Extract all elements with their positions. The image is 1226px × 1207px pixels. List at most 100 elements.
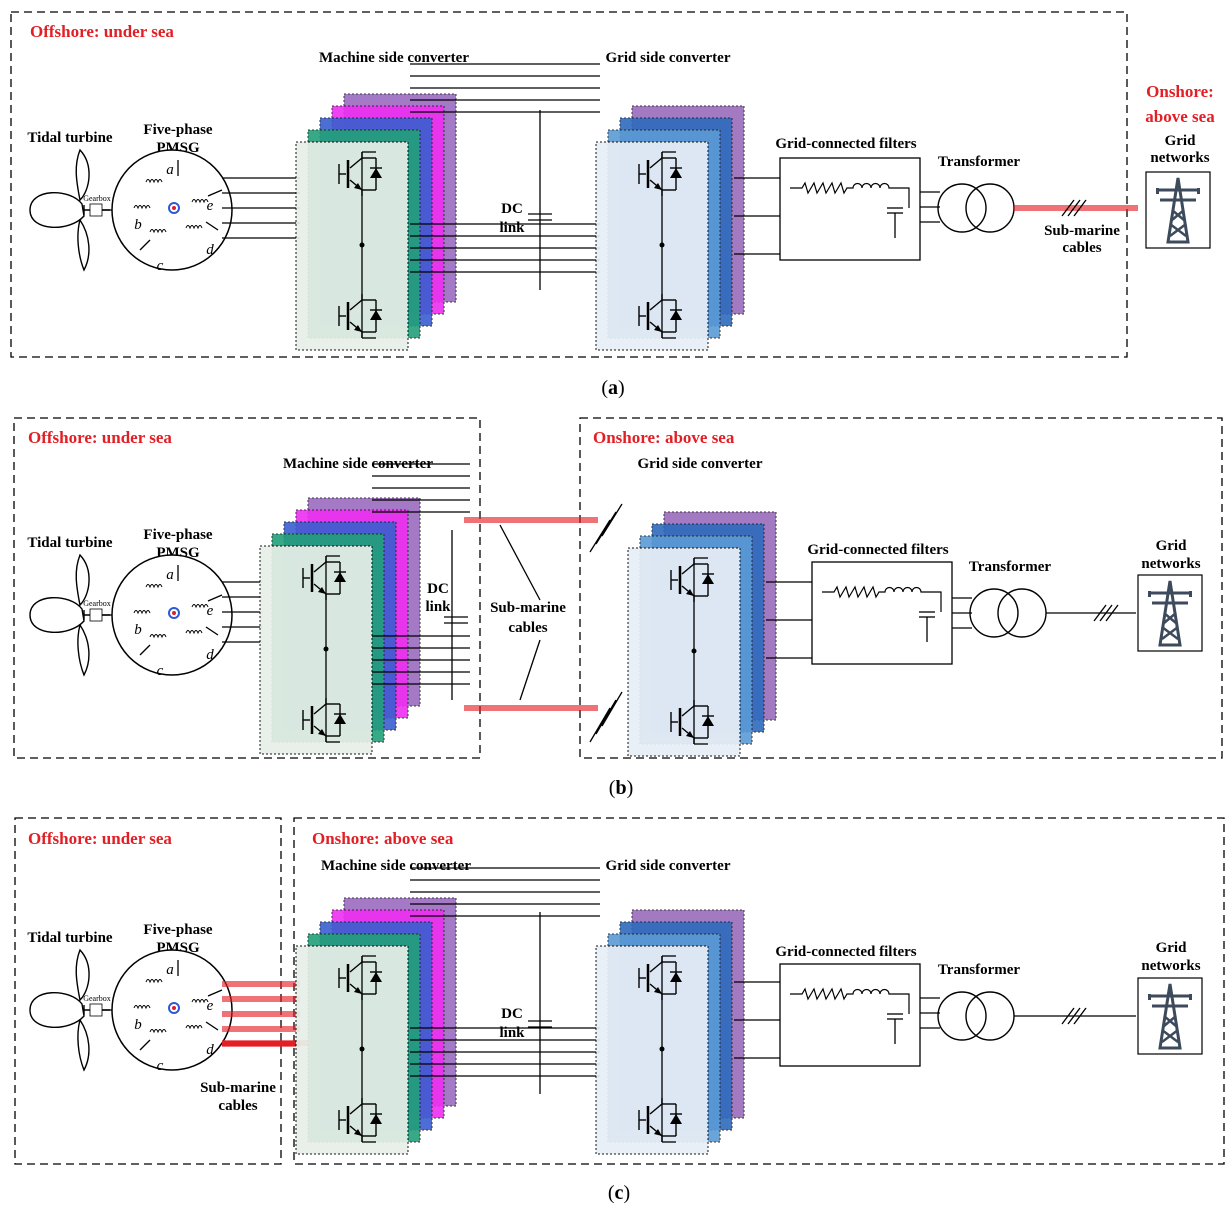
transformer-label: Transformer	[969, 559, 1052, 575]
grid-label: Grid	[1165, 133, 1196, 149]
grid-side-converter	[628, 512, 776, 756]
phase-label: c	[157, 258, 164, 274]
msc-label: Machine side converter	[321, 858, 471, 874]
phase-label: e	[207, 198, 214, 214]
grid-label: Grid	[1156, 940, 1187, 956]
phase-label: d	[206, 647, 214, 663]
generator-label: Five-phase	[143, 122, 213, 138]
caption-a: (a)	[601, 377, 624, 399]
grid-tower-icon	[1138, 575, 1202, 651]
filters-label: Grid-connected filters	[807, 542, 948, 558]
gearbox-label: Gearbox	[83, 599, 111, 608]
offshore-label: Offshore: under sea	[28, 428, 172, 447]
phase-label: e	[207, 603, 214, 619]
grid-label: Grid	[1156, 538, 1187, 554]
phase-label: c	[157, 663, 164, 679]
grid-tower-icon	[1146, 172, 1210, 248]
submarine-cable	[222, 1012, 300, 1016]
caption-c: (c)	[608, 1182, 630, 1204]
filters-label: Grid-connected filters	[775, 136, 916, 152]
gsc-input-wire	[590, 520, 610, 552]
midpoint-node	[660, 243, 665, 248]
dc-link-label: link	[499, 1025, 525, 1041]
phase-label: b	[134, 622, 142, 638]
transformer-label: Transformer	[938, 962, 1021, 978]
gearbox-label: Gearbox	[83, 194, 111, 203]
grid-label: networks	[1141, 556, 1200, 572]
gsc-label: Grid side converter	[606, 50, 731, 66]
phase-label: a	[166, 567, 174, 583]
filter-box	[780, 158, 920, 260]
submarine-cable	[222, 982, 300, 986]
submarine-cable	[222, 1027, 300, 1031]
gsc-input-wire	[596, 512, 616, 544]
phase-label: e	[207, 998, 214, 1014]
onshore-label: above sea	[1145, 107, 1215, 126]
phase-label: d	[206, 1042, 214, 1058]
gearbox-icon	[90, 609, 102, 621]
grid-tower-icon	[1138, 978, 1202, 1054]
cable-label: cables	[218, 1098, 257, 1114]
caption-letter: b	[615, 777, 626, 799]
cable-label: Sub-marine	[490, 600, 566, 616]
caption-close: )	[618, 377, 625, 399]
converter-front-board	[260, 546, 372, 754]
converter-front-board	[296, 142, 408, 350]
phase-label: b	[134, 1017, 142, 1033]
rotor-core	[172, 611, 176, 615]
phase-label: b	[134, 217, 142, 233]
filter-box	[812, 562, 952, 664]
onshore-label: Onshore:	[1146, 82, 1214, 101]
submarine-cable	[464, 518, 598, 522]
transformer-winding-secondary	[966, 184, 1014, 232]
converter-front-board	[596, 946, 708, 1154]
turbine-label: Tidal turbine	[27, 535, 113, 551]
callout-line	[520, 640, 540, 700]
panel-a: Offshore: under seaOnshore:above seaTida…	[11, 12, 1215, 399]
caption-b: (b)	[609, 777, 633, 799]
gsc-input-wire	[602, 504, 622, 536]
transformer-winding-secondary	[966, 992, 1014, 1040]
midpoint-node	[660, 1047, 665, 1052]
grid-label: networks	[1141, 958, 1200, 974]
gsc-label: Grid side converter	[606, 858, 731, 874]
grid-label: networks	[1150, 150, 1209, 166]
dc-link-label: DC	[501, 201, 523, 217]
turbine-label: Tidal turbine	[27, 930, 113, 946]
turbine-label: Tidal turbine	[27, 130, 113, 146]
cable-label: Sub-marine	[1044, 223, 1120, 239]
submarine-cable	[464, 706, 598, 710]
converter-front-board	[596, 142, 708, 350]
midpoint-node	[360, 1047, 365, 1052]
machine-side-converter	[260, 498, 420, 754]
onshore-label: Onshore: above sea	[593, 428, 735, 447]
grid-side-converter	[596, 106, 744, 350]
gearbox-label: Gearbox	[83, 994, 111, 1003]
panel-b: Offshore: under sea Onshore: above seaTid…	[14, 418, 1222, 799]
submarine-cable	[222, 997, 300, 1001]
gsc-input-wire	[602, 692, 622, 726]
filters-label: Grid-connected filters	[775, 944, 916, 960]
gsc-input-wire	[590, 708, 610, 742]
transformer-winding-primary	[938, 992, 986, 1040]
midpoint-node	[692, 649, 697, 654]
transformer-label: Transformer	[938, 154, 1021, 170]
submarine-cable	[1014, 206, 1138, 210]
phase-label: a	[166, 162, 174, 178]
transformer-winding-secondary	[998, 589, 1046, 637]
gearbox-icon	[90, 204, 102, 216]
caption-letter: a	[608, 377, 618, 399]
dc-link-label: link	[425, 599, 451, 615]
caption-close: )	[627, 777, 634, 799]
midpoint-node	[360, 243, 365, 248]
dc-link-label: link	[499, 220, 525, 236]
cable-label: cables	[1062, 240, 1101, 256]
onshore-label: Onshore: above sea	[312, 829, 454, 848]
converter-front-board	[296, 946, 408, 1154]
phase-label: d	[206, 242, 214, 258]
rotor-core	[172, 1006, 176, 1010]
machine-side-converter	[296, 898, 456, 1154]
rotor-core	[172, 206, 176, 210]
machine-side-converter	[296, 94, 456, 350]
